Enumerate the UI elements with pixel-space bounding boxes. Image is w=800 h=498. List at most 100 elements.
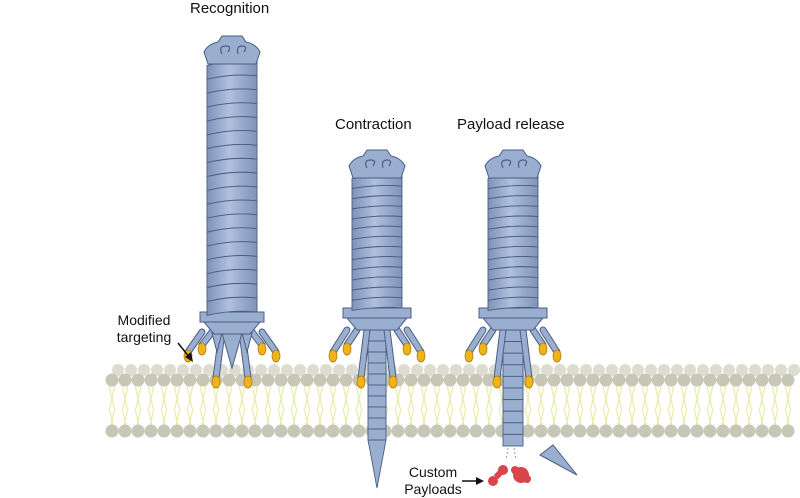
- lipid-head: [275, 374, 288, 387]
- lipid-head: [639, 425, 652, 438]
- fiber-tip: [493, 376, 501, 388]
- lipid-head: [535, 425, 548, 438]
- lipid-head: [678, 425, 691, 438]
- fiber-tip: [553, 350, 561, 362]
- lipid-head: [275, 425, 288, 438]
- tube-segment: [368, 429, 386, 440]
- lipid-head: [587, 425, 600, 438]
- lipid-head: [548, 374, 561, 387]
- lipid-head: [262, 425, 275, 438]
- fiber-tip: [357, 376, 365, 388]
- lipid-head: [483, 425, 496, 438]
- lipid-head: [171, 374, 184, 387]
- lipid-head: [457, 374, 470, 387]
- tube-segment: [503, 400, 523, 412]
- lipid-head: [769, 374, 782, 387]
- lipid-head: [717, 425, 730, 438]
- lipid-head: [327, 374, 340, 387]
- fiber-tip: [272, 350, 280, 362]
- fiber-tip: [525, 376, 533, 388]
- lipid-head: [561, 425, 574, 438]
- lipid-head: [171, 425, 184, 438]
- lipid-head: [626, 374, 639, 387]
- tube-segment: [503, 376, 523, 388]
- lipid-head: [353, 425, 366, 438]
- lipid-head: [314, 425, 327, 438]
- lipid-head: [665, 374, 678, 387]
- lipid-head: [652, 374, 665, 387]
- lipid-head: [197, 425, 210, 438]
- lipid-head: [314, 374, 327, 387]
- phage-recognition: [184, 36, 280, 388]
- baseplate-head: [485, 150, 541, 178]
- lipid-head: [613, 425, 626, 438]
- tube-segment: [368, 418, 386, 429]
- lipid-head: [613, 374, 626, 387]
- annotation-custom-payloads: Custom Payloads: [402, 464, 464, 498]
- lipid-head: [301, 425, 314, 438]
- lipid-head: [106, 374, 119, 387]
- lipid-head: [301, 374, 314, 387]
- annotation-modified-targeting: Modified targeting: [112, 312, 176, 346]
- lipid-head: [327, 425, 340, 438]
- fiber-tip: [343, 343, 351, 355]
- lipid-head: [730, 425, 743, 438]
- lipid-head: [145, 374, 158, 387]
- lipid-head: [223, 425, 236, 438]
- released-spike: [540, 445, 577, 475]
- lipid-head: [132, 374, 145, 387]
- lipid-head: [548, 425, 561, 438]
- lipid-head: [119, 374, 132, 387]
- lipid-head: [184, 374, 197, 387]
- tube-segment: [368, 341, 386, 352]
- lipid-head: [678, 374, 691, 387]
- phage-payload-release: [465, 150, 561, 446]
- stage-label-recognition: Recognition: [190, 0, 269, 17]
- tube-segment: [368, 374, 386, 385]
- tube-segment: [368, 407, 386, 418]
- stage-label-payload-release: Payload release: [457, 116, 565, 133]
- lipid-head: [119, 425, 132, 438]
- fiber-tip: [329, 350, 337, 362]
- lipid-head: [262, 374, 275, 387]
- lipid-head: [145, 425, 158, 438]
- tube-segment: [503, 353, 523, 365]
- lipid-head: [457, 425, 470, 438]
- lipid-head: [704, 425, 717, 438]
- lipid-head: [288, 425, 301, 438]
- annotation-arrow-payloads: [462, 477, 484, 485]
- lipid-head: [223, 374, 236, 387]
- custom-payloads: [488, 465, 531, 486]
- lipid-head: [665, 425, 678, 438]
- lipid-head: [782, 425, 795, 438]
- lipid-head: [756, 374, 769, 387]
- lipid-head: [769, 425, 782, 438]
- lipid-head: [535, 374, 548, 387]
- lipid-head: [431, 425, 444, 438]
- lipid-head: [418, 374, 431, 387]
- lipid-head: [158, 425, 171, 438]
- fiber-tip: [198, 343, 206, 355]
- fiber-tip: [212, 376, 220, 388]
- lipid-head: [158, 374, 171, 387]
- lipid-head: [444, 425, 457, 438]
- lipid-head: [340, 374, 353, 387]
- tube-segment: [503, 423, 523, 435]
- lipid-head: [600, 374, 613, 387]
- lipid-head: [639, 374, 652, 387]
- fiber-tip: [465, 350, 473, 362]
- lipid-head: [522, 425, 535, 438]
- tube-segment: [368, 330, 386, 341]
- tube-segment: [503, 434, 523, 446]
- lipid-head: [470, 374, 483, 387]
- lipid-head: [470, 425, 483, 438]
- cell-membrane: [106, 364, 800, 438]
- lipid-head: [392, 425, 405, 438]
- lipid-head: [691, 374, 704, 387]
- lipid-head: [782, 374, 795, 387]
- fiber-tip: [479, 343, 487, 355]
- fiber-tip: [244, 376, 252, 388]
- lipid-head: [405, 425, 418, 438]
- lipid-head: [600, 425, 613, 438]
- tube-segment: [368, 385, 386, 396]
